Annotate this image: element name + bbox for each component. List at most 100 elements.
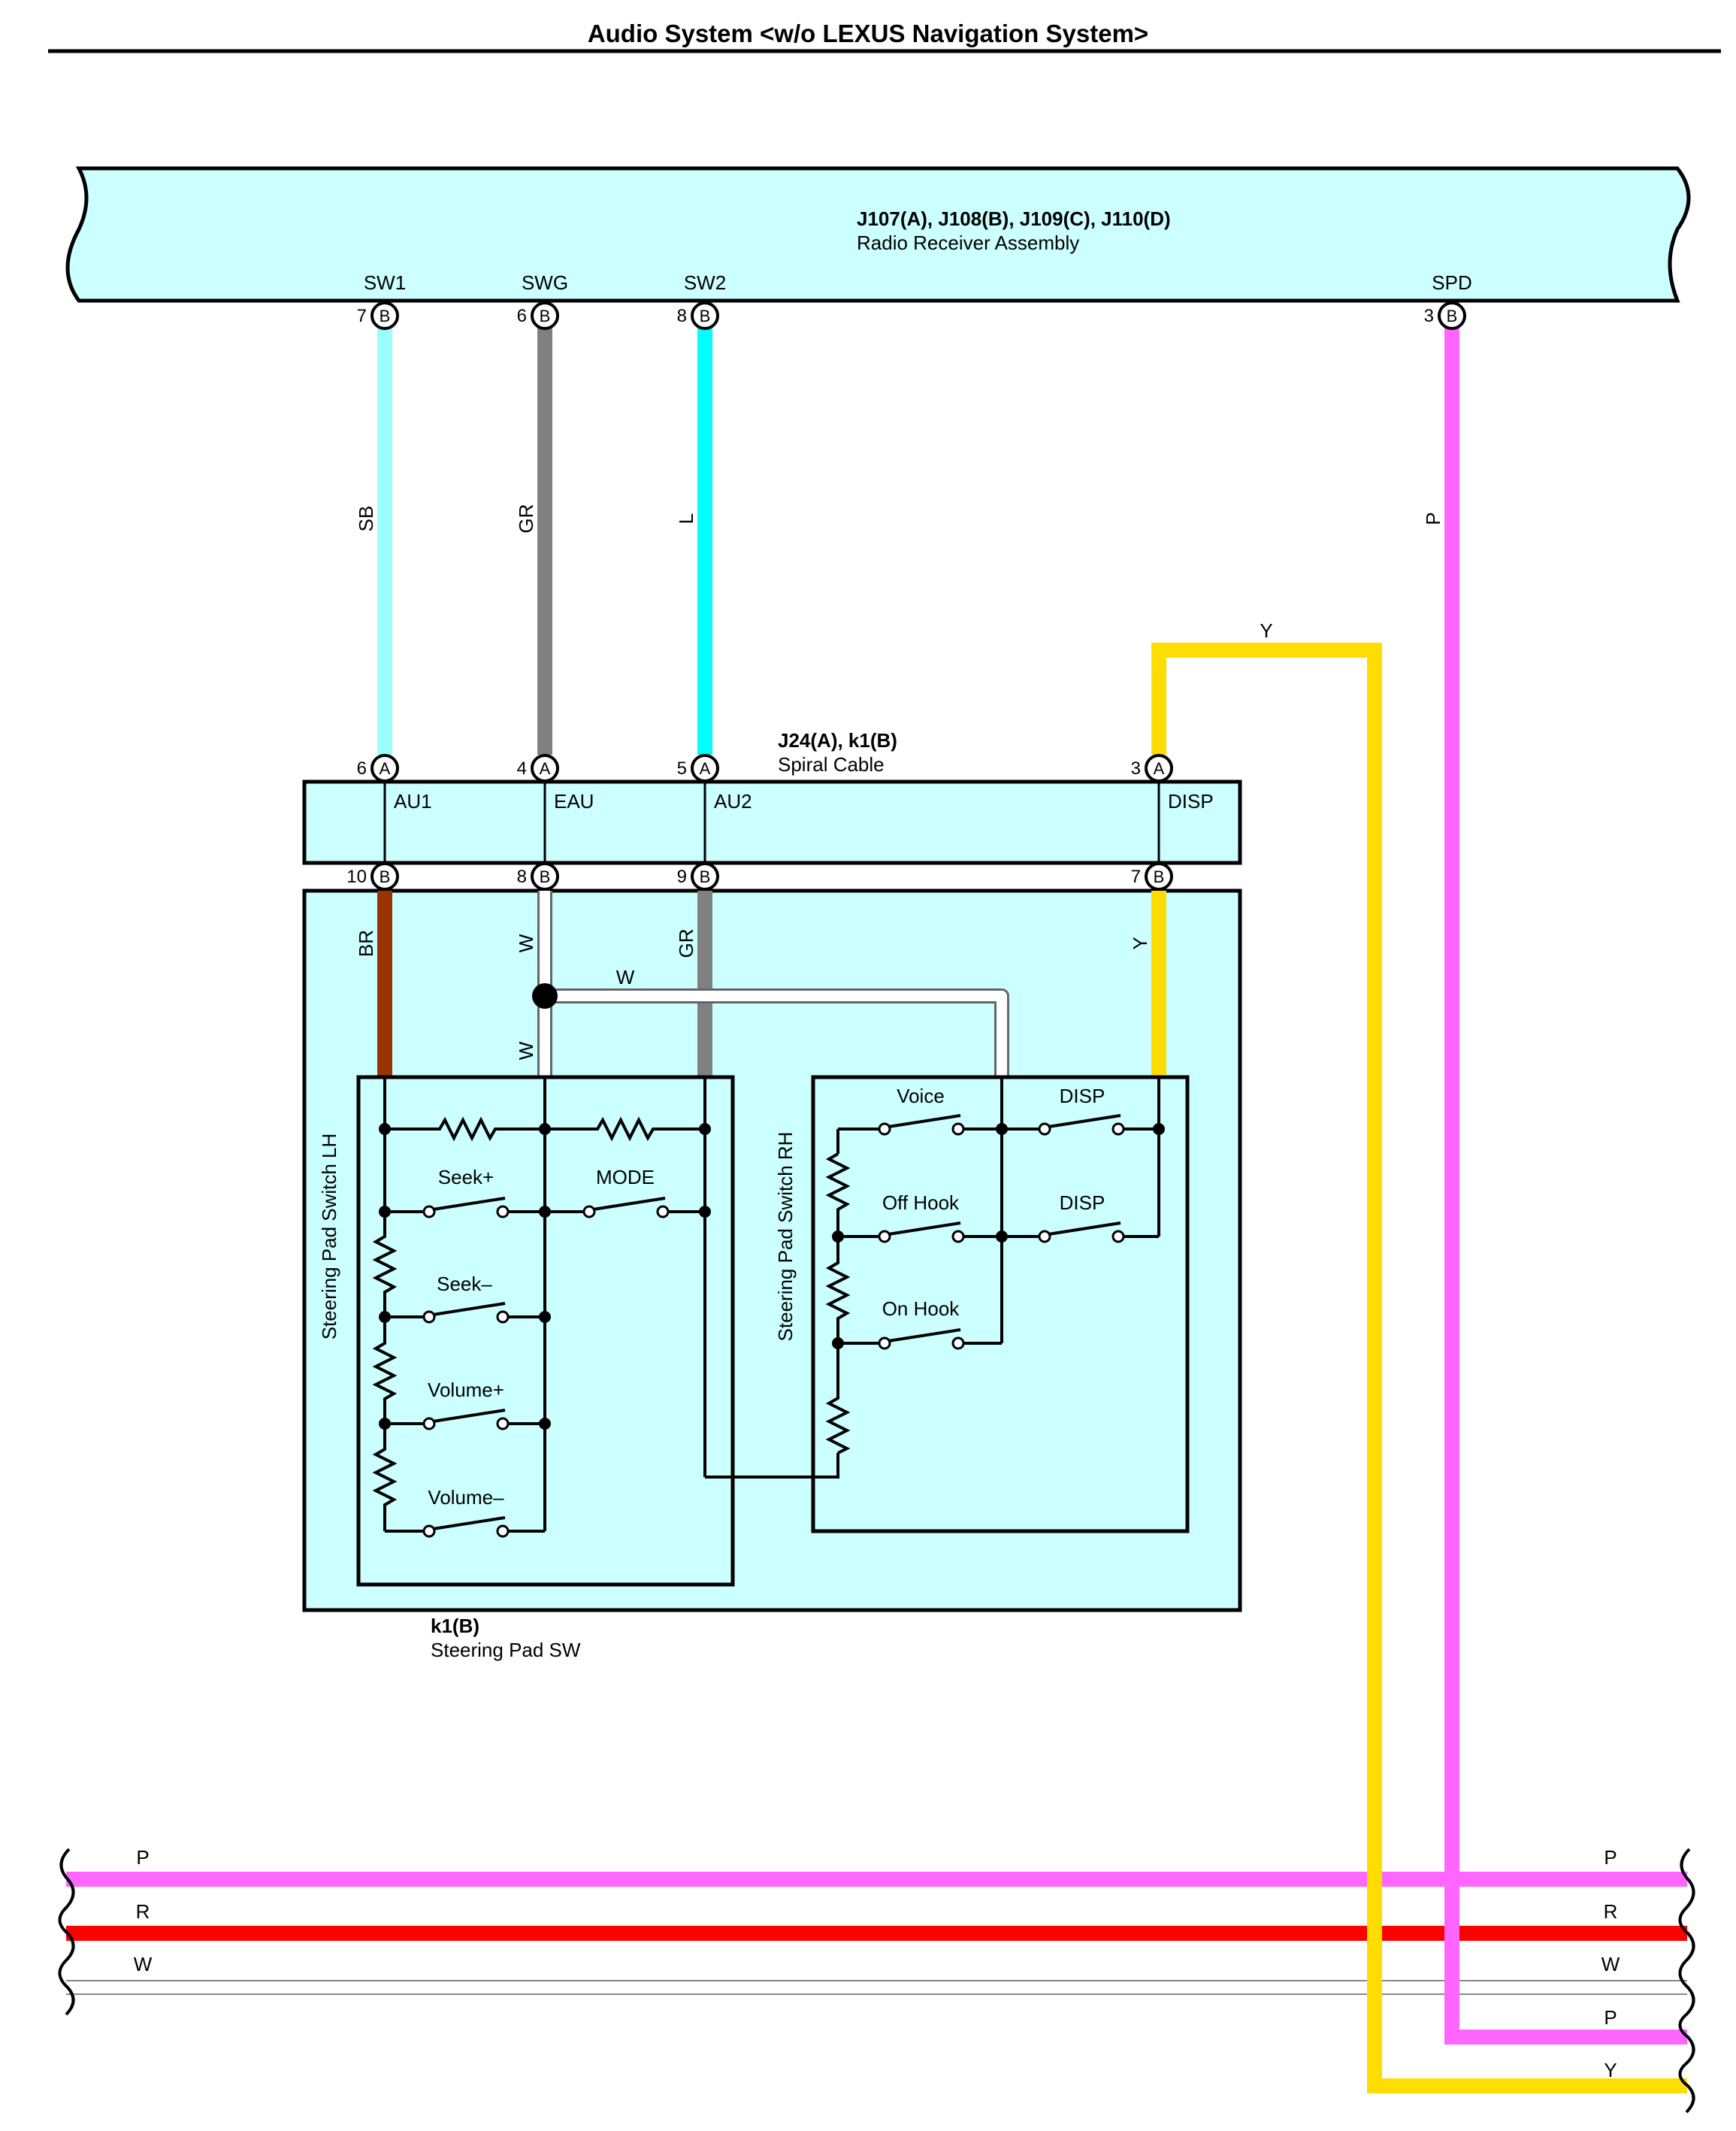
pin-conn-letter: B	[1447, 307, 1458, 325]
wire-label-sb: SB	[355, 506, 377, 532]
terminal-swg-label: SWG	[522, 271, 568, 294]
pin-conn-letter: B	[380, 307, 391, 325]
switch-label-on-hook: On Hook	[882, 1297, 960, 1320]
pin-circle	[1145, 862, 1173, 891]
switch-label-voice: Voice	[897, 1085, 945, 1107]
terminal-sw1-label: SW1	[364, 271, 406, 294]
wire-y-disp	[1151, 643, 1687, 2093]
lh-node	[699, 1123, 711, 1135]
spiral-cable-box	[302, 779, 1242, 865]
pin-circle	[691, 301, 719, 330]
switch-contact	[496, 1524, 510, 1538]
pin-number: 7	[357, 306, 367, 326]
lh-node	[539, 1123, 551, 1135]
pin-conn-letter: A	[380, 759, 391, 778]
pin-conn-letter: A	[700, 759, 711, 778]
lh-resistor-3	[372, 1212, 398, 1317]
pin-number: 7	[1131, 867, 1141, 887]
pin-conn-letter: A	[540, 759, 551, 778]
pin-conn-letter: B	[540, 867, 551, 886]
switch-seek-plus	[432, 1197, 506, 1211]
wire-label-w-lower: W	[515, 1041, 537, 1060]
switch-contact	[422, 1524, 436, 1538]
lh-node	[539, 1418, 551, 1430]
switch-voice	[888, 1114, 961, 1128]
switch-disp-2	[1048, 1221, 1121, 1236]
lh-node	[379, 1311, 391, 1323]
lh-title: Steering Pad Switch LH	[318, 1134, 340, 1340]
lh-node	[699, 1206, 711, 1218]
pin-number: 3	[1424, 306, 1434, 326]
switch-volume-plus	[432, 1409, 506, 1423]
rh-resistor-1	[825, 1152, 851, 1237]
switch-contact	[496, 1417, 510, 1430]
lh-node	[379, 1123, 391, 1135]
rh-resistor-3	[825, 1343, 851, 1454]
switch-contact	[496, 1310, 510, 1324]
switch-contact	[496, 1205, 510, 1218]
steering-pad-name: Steering Pad SW	[431, 1639, 581, 1661]
pin-number: 10	[346, 867, 367, 887]
switch-label-off-hook: Off Hook	[882, 1191, 960, 1214]
bus-label-w-left: W	[134, 1953, 153, 1975]
steering-pad-code: k1(B)	[431, 1615, 479, 1637]
pin-circle	[691, 862, 719, 891]
pin-conn-letter: B	[380, 867, 391, 886]
wire-label-y-lower: Y	[1129, 937, 1151, 949]
bus-label-w-right: W	[1601, 1953, 1620, 1975]
pin-number: 8	[677, 306, 687, 326]
switch-on-hook	[888, 1328, 961, 1342]
switch-contact	[878, 1122, 891, 1136]
spiral-label-au2: AU2	[714, 790, 752, 813]
wire-label-br: BR	[355, 930, 377, 957]
wire-label-p-upper: P	[1422, 512, 1444, 525]
lh-resistor-4	[372, 1317, 398, 1424]
switch-off-hook	[888, 1221, 961, 1236]
wire-label-gr-lower: GR	[675, 929, 697, 958]
pin-number: 6	[517, 306, 527, 326]
exit-label-y: Y	[1604, 2059, 1617, 2081]
pin-number: 3	[1131, 758, 1141, 779]
switch-label-disp-1: DISP	[1060, 1085, 1105, 1107]
switch-label-seek-plus: Seek+	[438, 1166, 494, 1188]
splice-point	[532, 983, 558, 1009]
receiver-codes: J107(A), J108(B), J109(C), J110(D)	[857, 207, 1171, 230]
spiral-cable-codes: J24(A), k1(B)	[778, 729, 897, 752]
wire-label-w-branch: W	[616, 966, 635, 988]
break-mark-left	[58, 1848, 75, 2016]
spiral-bottom-pins: B 10 B 8 B 9 B 7	[346, 862, 1173, 891]
terminal-sw2-label: SW2	[684, 271, 726, 294]
pin-circle	[531, 754, 559, 782]
receiver-name: Radio Receiver Assembly	[857, 232, 1079, 254]
switch-label-volume-minus: Volume–	[428, 1486, 504, 1509]
pin-circle	[370, 754, 399, 782]
switch-contact	[422, 1417, 436, 1430]
page-title: Audio System <w/o LEXUS Navigation Syste…	[588, 20, 1148, 47]
pin-number: 5	[677, 758, 687, 779]
lh-node	[379, 1418, 391, 1430]
wire-label-gr-upper: GR	[515, 504, 537, 534]
pin-circle	[370, 862, 399, 891]
pin-conn-letter: B	[700, 307, 711, 325]
switch-label-disp-2: DISP	[1060, 1191, 1105, 1214]
switch-seek-minus	[432, 1302, 506, 1316]
pin-circle	[531, 862, 559, 891]
wire-label-y-disp: Y	[1260, 619, 1272, 642]
lh-resistor-5	[372, 1424, 398, 1531]
pin-number: 4	[517, 758, 527, 779]
switch-contact	[1038, 1230, 1051, 1243]
wire-label-l: L	[675, 513, 697, 524]
pin-circle	[691, 754, 719, 782]
switch-mode	[592, 1197, 666, 1211]
radio-receiver-box	[65, 166, 1691, 303]
switch-disp-1	[1048, 1114, 1121, 1128]
lh-node	[539, 1311, 551, 1323]
terminal-spd-label: SPD	[1432, 271, 1471, 294]
switch-contact	[422, 1205, 436, 1218]
bus-label-r-right: R	[1604, 1900, 1618, 1923]
pin-number: 8	[517, 867, 527, 887]
switch-contact	[1111, 1122, 1125, 1136]
exit-label-p: P	[1604, 2006, 1617, 2029]
receiver-pins: B 7 B 6 B 8 B 3	[357, 301, 1466, 330]
